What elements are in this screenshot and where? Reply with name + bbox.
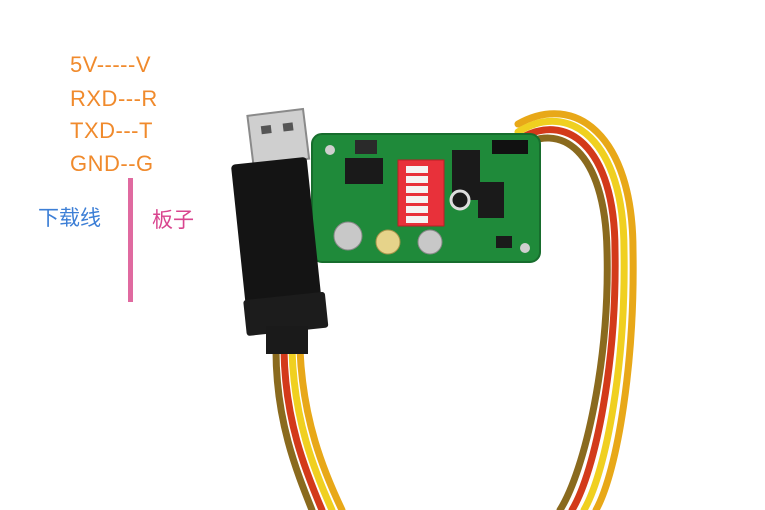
pin-label-gnd: GND--G bbox=[70, 151, 154, 176]
programmer-cable bbox=[272, 346, 346, 510]
divider-line bbox=[128, 178, 133, 302]
capacitor-left bbox=[333, 221, 363, 251]
label-board: 板子 bbox=[152, 208, 194, 232]
usb-plug bbox=[246, 107, 311, 167]
board-cable bbox=[514, 110, 637, 510]
usb-programmer bbox=[231, 107, 329, 354]
capacitor-right bbox=[417, 229, 443, 255]
capacitor-mid bbox=[375, 229, 401, 255]
pcb-board bbox=[311, 133, 541, 263]
pin-label-5v: 5V-----V bbox=[70, 52, 151, 77]
pin-label-txd: TXD---T bbox=[70, 118, 153, 143]
programmer-connector bbox=[266, 326, 308, 354]
pin-label-rxd: RXD---R bbox=[70, 86, 158, 111]
label-download-cable: 下载线 bbox=[38, 206, 101, 230]
